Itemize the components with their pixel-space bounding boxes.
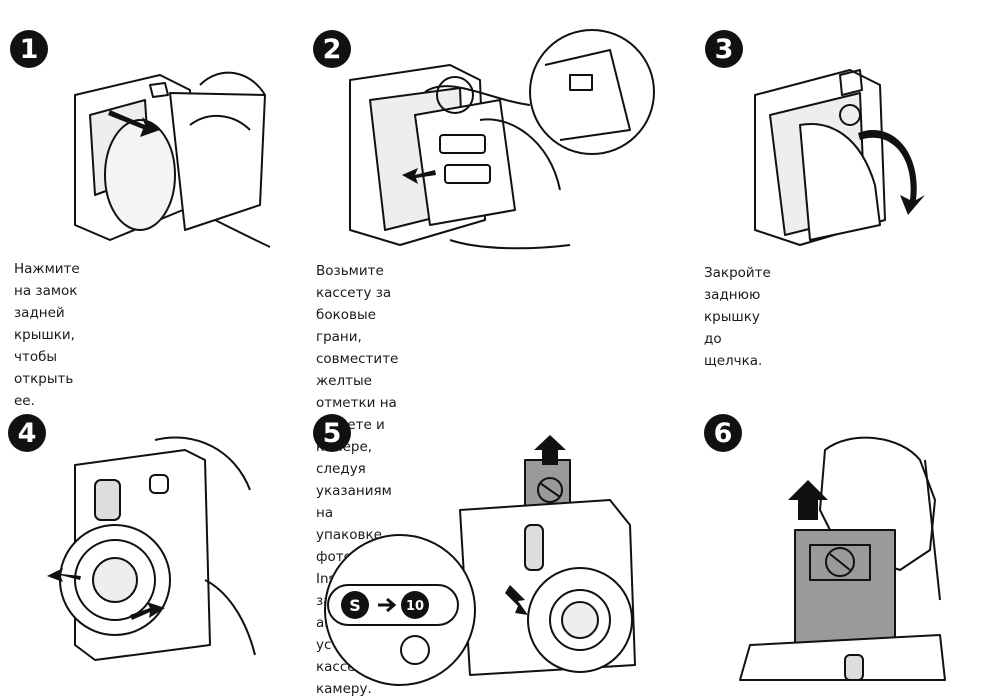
step-5-shoot-illustration: S 10 — [310, 435, 650, 675]
step-1-caption: Нажмите на замок задней крышки, чтобы от… — [14, 258, 80, 412]
step-6-number-badge: 6 — [704, 414, 742, 452]
step-3-number-badge: 3 — [705, 30, 743, 68]
step-6-eject-print-illustration — [740, 430, 960, 680]
step-3-caption: Закройте заднюю крышку до щелчка. — [704, 262, 771, 372]
svg-text:S: S — [349, 596, 361, 615]
step-1-camera-open-back-illustration — [50, 55, 280, 255]
step-1-number-badge: 1 — [10, 30, 48, 68]
svg-text:10: 10 — [406, 599, 424, 614]
step-4-camera-lens-illustration — [55, 430, 270, 670]
step-3-close-back-illustration — [740, 55, 940, 250]
step-4-number-badge: 4 — [8, 414, 46, 452]
step-2-insert-film-illustration — [330, 20, 660, 255]
